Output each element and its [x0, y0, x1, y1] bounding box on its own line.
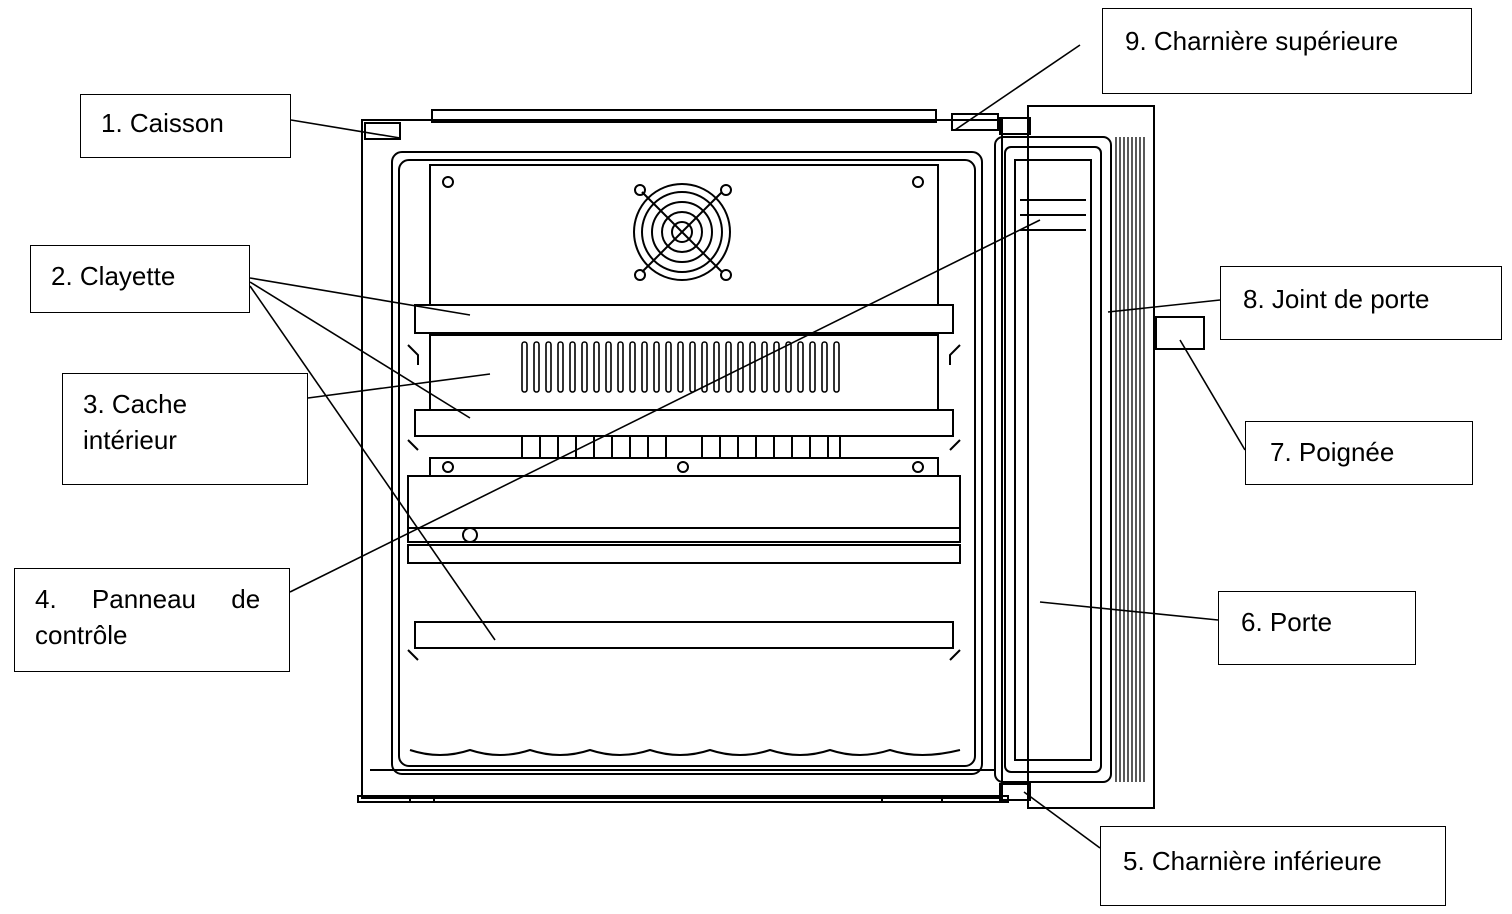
label-porte-text: 6. Porte: [1241, 607, 1333, 637]
cover-vents: [521, 341, 840, 393]
label-poignee: 7. Poignée: [1245, 421, 1473, 485]
label-panneau-line2: contrôle: [35, 620, 128, 650]
label-cache-line2: intérieur: [83, 425, 177, 455]
label-charniere-superieure-text: 9. Charnière supérieure: [1125, 26, 1399, 56]
label-joint-text: 8. Joint de porte: [1243, 284, 1430, 314]
door-gasket: [1115, 137, 1145, 782]
label-cache-interieur: 3. Cache intérieur: [62, 373, 308, 485]
hinges: [999, 117, 1031, 801]
handle: [1155, 316, 1205, 350]
label-charniere-inferieure-text: 5. Charnière inférieure: [1123, 846, 1382, 876]
label-panneau-line1: 4. Panneau de: [35, 584, 261, 614]
label-panneau-controle: 4. Panneau de contrôle: [14, 568, 290, 672]
label-joint-de-porte: 8. Joint de porte: [1220, 266, 1502, 340]
fan-icon: [633, 183, 731, 281]
label-charniere-inferieure: 5. Charnière inférieure: [1100, 826, 1446, 906]
label-caisson-text: 1. Caisson: [101, 108, 224, 138]
label-clayette: 2. Clayette: [30, 245, 250, 313]
label-poignee-text: 7. Poignée: [1270, 437, 1395, 467]
label-porte: 6. Porte: [1218, 591, 1416, 665]
label-caisson: 1. Caisson: [80, 94, 291, 158]
label-cache-line1: 3. Cache: [83, 389, 188, 419]
interior-parts: [407, 304, 961, 756]
label-charniere-superieure: 9. Charnière supérieure: [1102, 8, 1472, 94]
cabinet: [357, 109, 1009, 803]
door: [994, 105, 1205, 809]
leader-lines: [249, 44, 1246, 849]
label-clayette-text: 2. Clayette: [51, 261, 176, 291]
fan-panel: [429, 164, 939, 306]
